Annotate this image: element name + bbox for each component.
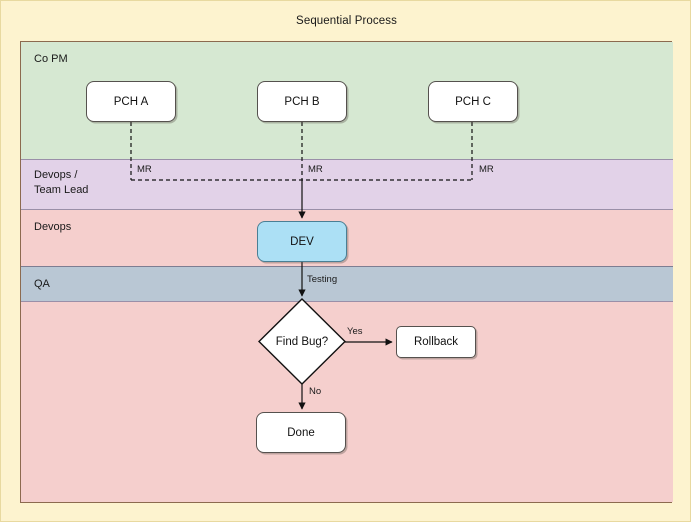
lane-label-qa: QA	[34, 278, 50, 290]
node-find-bug[interactable]: Find Bug?	[259, 299, 345, 384]
node-pch-a-label: PCH A	[113, 95, 149, 108]
lane-devops: Devops	[21, 210, 673, 267]
edge-label-yes: Yes	[347, 326, 363, 337]
node-pch-b[interactable]: PCH B	[257, 81, 347, 122]
lane-qa-body	[21, 302, 673, 502]
swimlane-pool: Co PM Devops / Team Lead Devops QA	[20, 41, 673, 503]
node-find-bug-label: Find Bug?	[275, 335, 329, 348]
lane-qa: QA	[21, 267, 673, 302]
lane-devops-team-lead: Devops / Team Lead	[21, 160, 673, 210]
node-done[interactable]: Done	[256, 412, 346, 453]
node-rollback[interactable]: Rollback	[396, 326, 476, 358]
edge-label-no: No	[309, 386, 322, 397]
lane-label-devops: Devops	[34, 221, 72, 233]
node-rollback-label: Rollback	[413, 336, 459, 348]
lane-label-co-pm: Co PM	[34, 53, 68, 65]
edge-label-testing: Testing	[307, 274, 338, 285]
node-pch-c[interactable]: PCH C	[428, 81, 518, 122]
edge-label-mr-c: MR	[479, 164, 494, 175]
node-pch-c-label: PCH C	[455, 95, 491, 108]
node-pch-a[interactable]: PCH A	[86, 81, 176, 122]
node-done-label: Done	[287, 426, 315, 439]
node-dev-label: DEV	[290, 235, 314, 248]
node-pch-b-label: PCH B	[284, 95, 320, 108]
node-dev[interactable]: DEV	[257, 221, 347, 262]
edge-label-mr-b: MR	[308, 164, 323, 175]
lane-label-devops-team-lead: Devops / Team Lead	[34, 169, 89, 196]
edge-label-mr-a: MR	[137, 164, 152, 175]
page-title: Sequential Process	[296, 15, 397, 27]
